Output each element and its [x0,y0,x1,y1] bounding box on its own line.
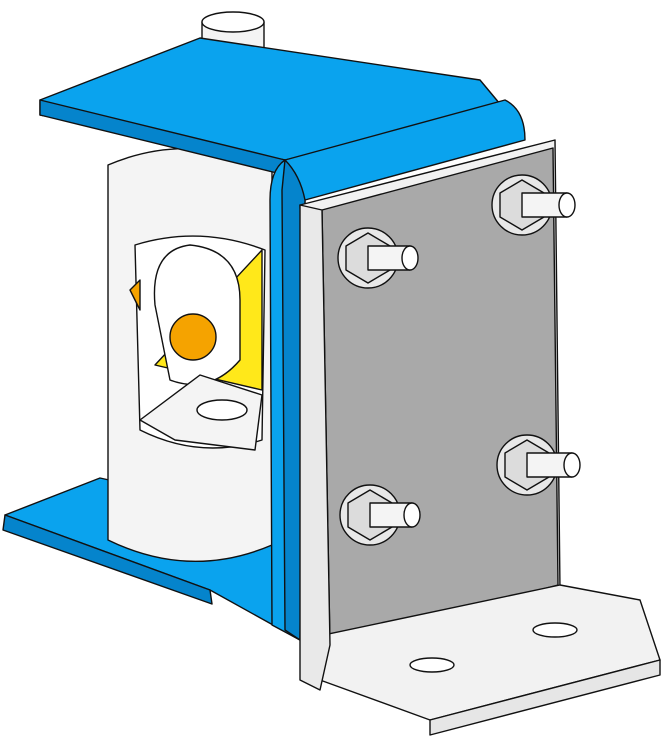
cylinder-body [107,148,273,562]
top-bracket [39,37,526,641]
mount-hole [409,657,455,673]
angle-plate [299,139,661,736]
bolts [337,174,581,546]
bolt [339,484,421,546]
bolt [337,227,419,289]
bolt [496,434,581,496]
orange-pin [169,313,217,361]
mount-hole [532,622,578,638]
bolt [491,174,576,236]
